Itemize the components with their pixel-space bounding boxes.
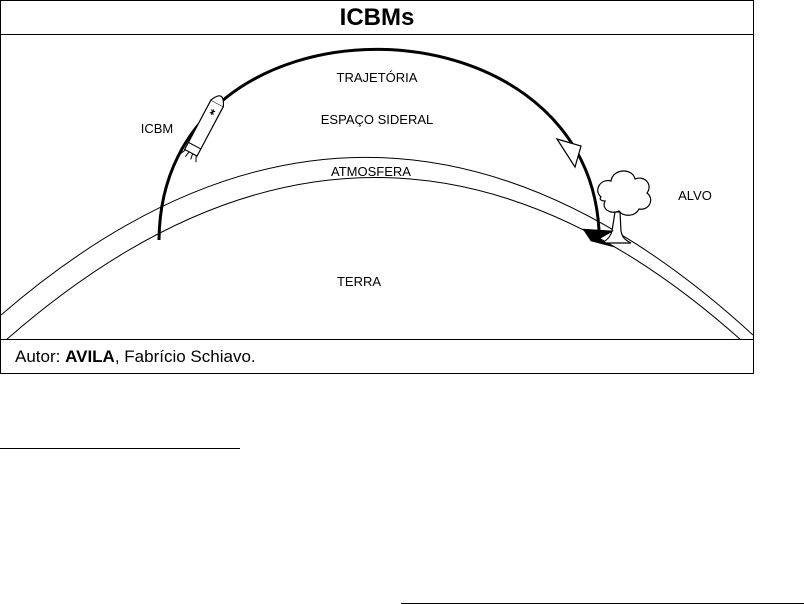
caption-author-rest: , Fabrício Schiavo. [115,347,256,366]
trajectory-label: TRAJETÓRIA [337,70,418,85]
icbm-diagram: TRAJETÓRIA ESPAÇO SIDERAL ATMOSFERA TERR… [1,35,753,340]
figure-caption: Autor: AVILA, Fabrício Schiavo. [1,339,753,374]
outer-space-label: ESPAÇO SIDERAL [321,112,433,127]
figure-title: ICBMs [1,1,753,35]
missile-label: ICBM [141,121,174,136]
footnote-separator-line [0,448,240,449]
caption-author-surname: AVILA [65,347,115,366]
icbm-figure: ICBMs TRAJETÓRIA ESPAÇO SIDERAL [0,0,754,374]
trajectory-arrow-icon [557,139,581,167]
atmosphere-label: ATMOSFERA [331,164,411,179]
caption-prefix: Autor: [15,347,65,366]
missile-icon [180,92,229,162]
earth-label: TERRA [337,274,381,289]
explosion-cloud-icon [583,171,651,247]
target-label: ALVO [678,188,712,203]
